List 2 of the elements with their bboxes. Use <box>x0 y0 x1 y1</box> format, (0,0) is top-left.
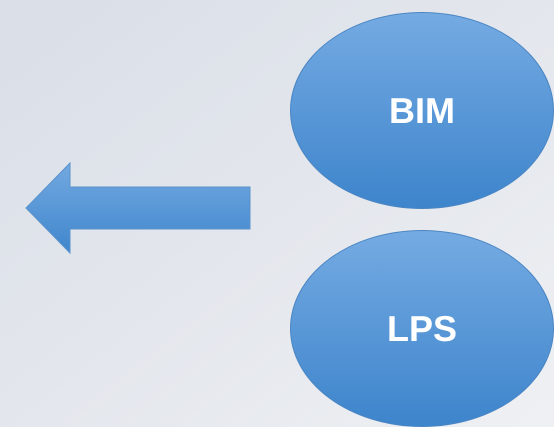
node-label: LPS <box>386 307 457 351</box>
node-label: BIM <box>389 89 455 133</box>
